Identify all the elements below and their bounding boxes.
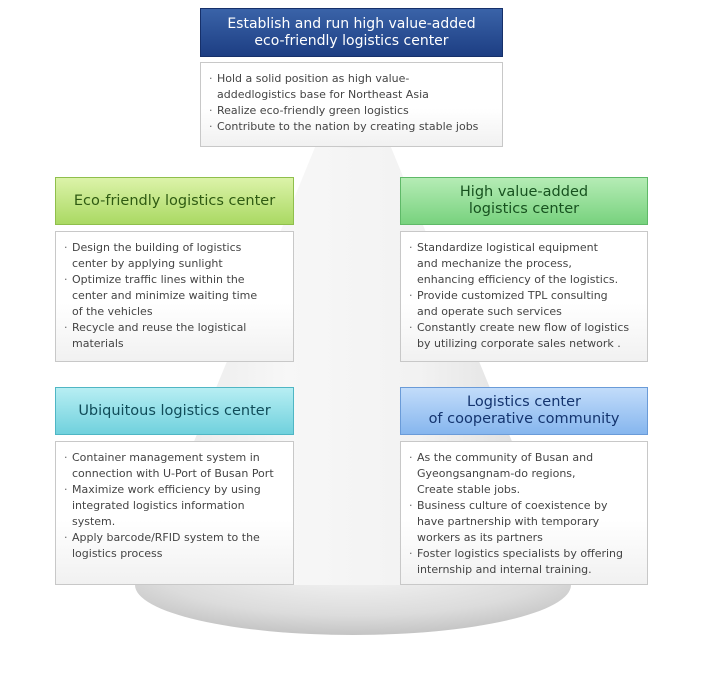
list-item: ·Hold a solid position as high value- ad… bbox=[209, 72, 429, 101]
bullet-icon: · bbox=[64, 451, 68, 464]
bullet-icon: · bbox=[209, 120, 213, 133]
list-item: ·Constantly create new flow of logistics… bbox=[409, 321, 630, 350]
list-item: ·Standardize logistical equipment and me… bbox=[409, 241, 619, 286]
coop-title: Logistics center of cooperative communit… bbox=[428, 394, 620, 427]
eco-list: ·Design the building of logistics center… bbox=[64, 240, 287, 352]
value-list: ·Standardize logistical equipment and me… bbox=[409, 240, 641, 352]
list-item: ·Recycle and reuse the logistical materi… bbox=[64, 321, 247, 350]
list-item: ·Realize eco-friendly green logistics bbox=[209, 104, 409, 117]
coop-title-box: Logistics center of cooperative communit… bbox=[400, 387, 648, 435]
bullet-icon: · bbox=[64, 321, 68, 334]
list-item: ·Optimize traffic lines within the cente… bbox=[64, 273, 258, 318]
bullet-icon: · bbox=[409, 499, 413, 512]
top-title: Establish and run high value-added eco-f… bbox=[227, 15, 476, 49]
bullet-icon: · bbox=[409, 547, 413, 560]
list-item: ·Business culture of coexistence by have… bbox=[409, 499, 608, 544]
eco-title-box: Eco-friendly logistics center bbox=[55, 177, 294, 225]
bullet-icon: · bbox=[64, 241, 68, 254]
bullet-icon: · bbox=[409, 289, 413, 302]
bullet-icon: · bbox=[409, 451, 413, 464]
list-item: ·Maximize work efficiency by using integ… bbox=[64, 483, 261, 528]
bullet-icon: · bbox=[409, 321, 413, 334]
list-item: ·Contribute to the nation by creating st… bbox=[209, 120, 479, 133]
eco-title: Eco-friendly logistics center bbox=[73, 192, 276, 209]
list-item: ·Container management system in connecti… bbox=[64, 451, 274, 480]
ubi-content-box: ·Container management system in connecti… bbox=[55, 441, 294, 585]
list-item: ·Provide customized TPL consulting and o… bbox=[409, 289, 608, 318]
bullet-icon: · bbox=[409, 241, 413, 254]
bullet-icon: · bbox=[64, 531, 68, 544]
list-item: ·Design the building of logistics center… bbox=[64, 241, 242, 270]
bullet-icon: · bbox=[64, 273, 68, 286]
ubi-title-box: Ubiquitous logistics center bbox=[55, 387, 294, 435]
bullet-icon: · bbox=[64, 483, 68, 496]
bullet-icon: · bbox=[209, 104, 213, 117]
list-item: ·Apply barcode/RFID system to the logist… bbox=[64, 531, 260, 560]
ubi-title: Ubiquitous logistics center bbox=[78, 402, 271, 419]
list-item: ·As the community of Busan and Gyeongsan… bbox=[409, 451, 594, 496]
eco-content-box: ·Design the building of logistics center… bbox=[55, 231, 294, 362]
coop-content-box: ·As the community of Busan and Gyeongsan… bbox=[400, 441, 648, 585]
value-title-box: High value-added logistics center bbox=[400, 177, 648, 225]
top-title-box: Establish and run high value-added eco-f… bbox=[200, 8, 503, 57]
list-item: ·Foster logistics specialists by offerin… bbox=[409, 547, 624, 576]
value-content-box: ·Standardize logistical equipment and me… bbox=[400, 231, 648, 362]
value-title: High value-added logistics center bbox=[459, 184, 589, 217]
top-content-box: ·Hold a solid position as high value- ad… bbox=[200, 62, 503, 147]
ubi-list: ·Container management system in connecti… bbox=[64, 450, 287, 562]
coop-list: ·As the community of Busan and Gyeongsan… bbox=[409, 450, 641, 578]
top-list: ·Hold a solid position as high value- ad… bbox=[209, 71, 496, 135]
bullet-icon: · bbox=[209, 72, 213, 85]
